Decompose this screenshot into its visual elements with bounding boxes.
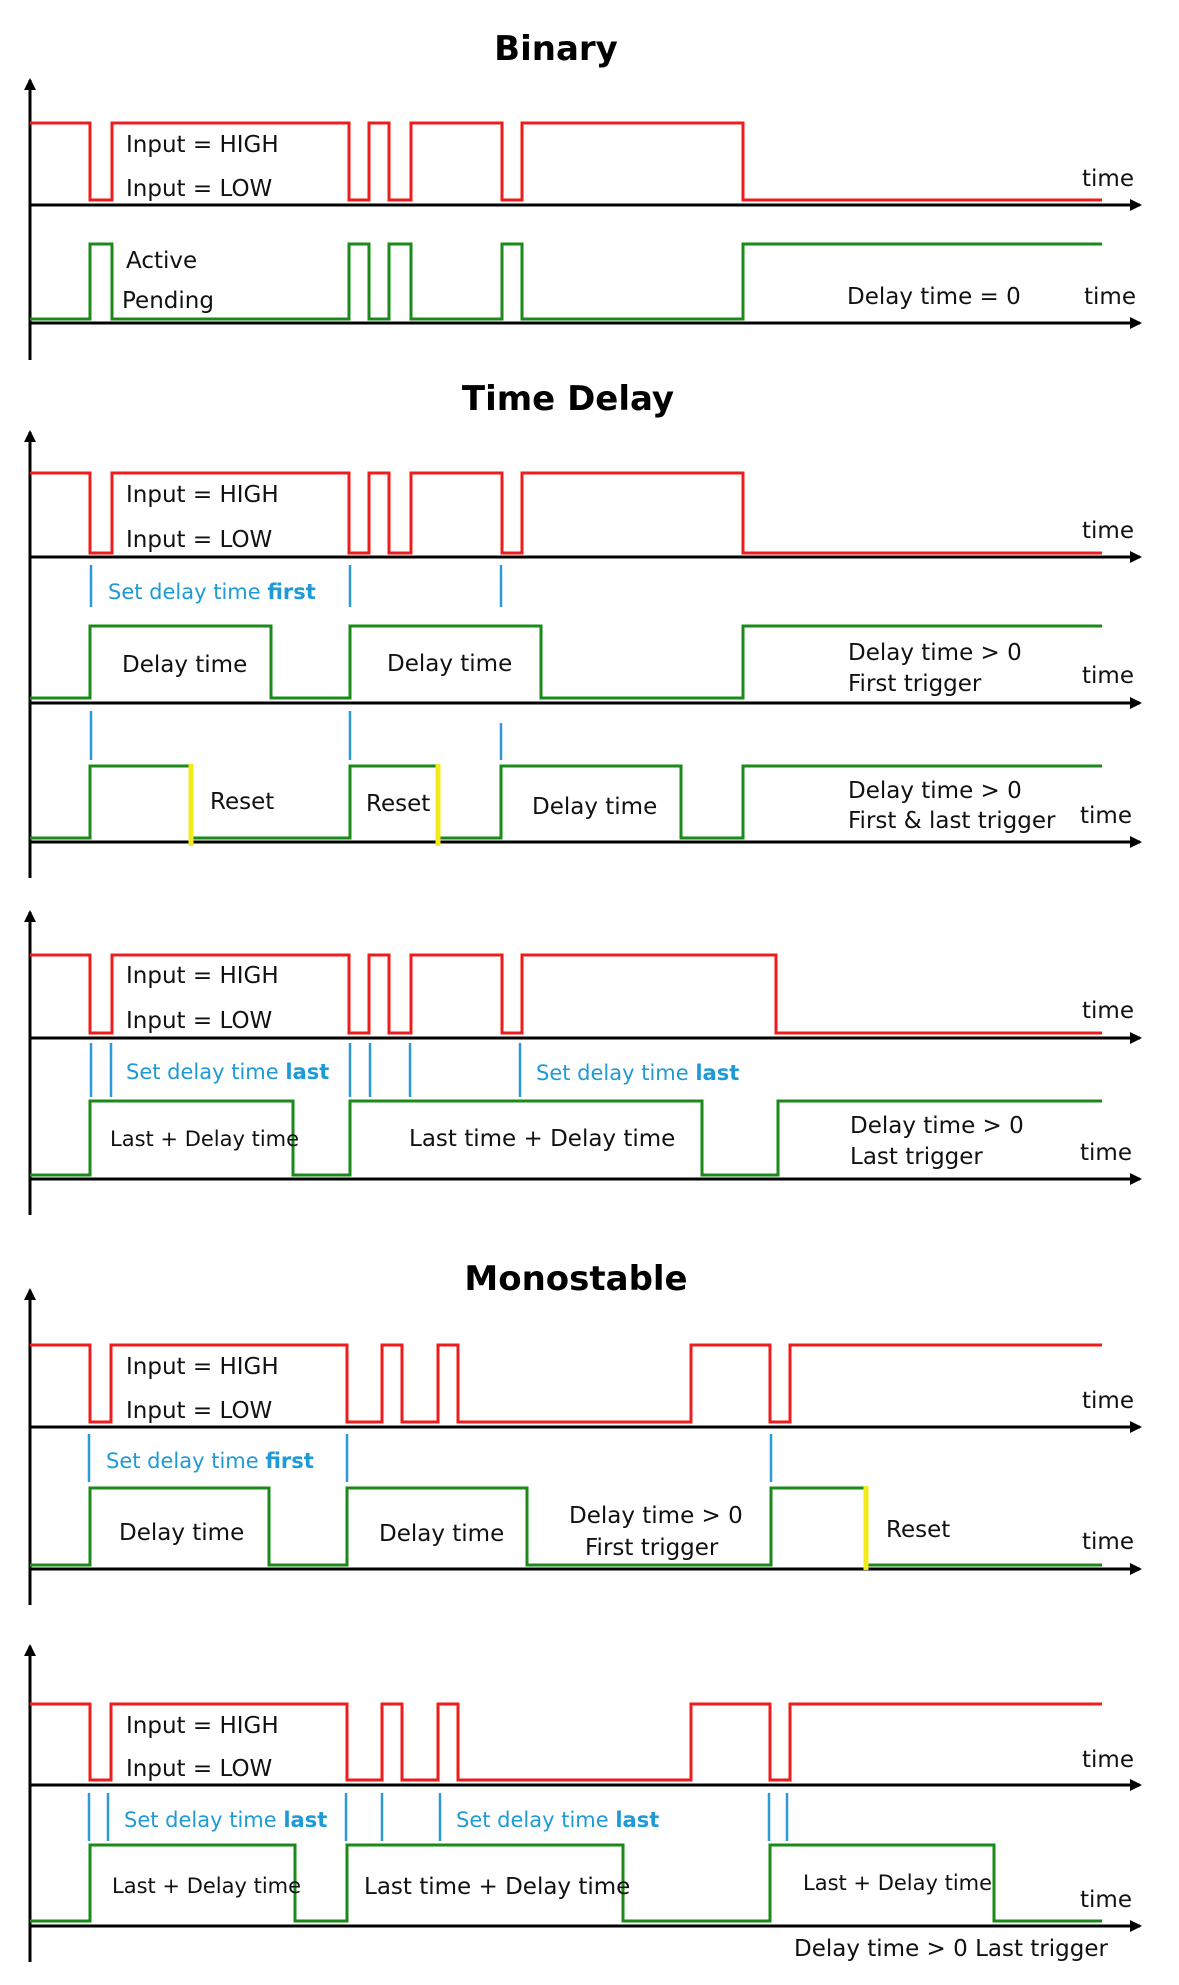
mono2-input-signal	[30, 1702, 1102, 1782]
binary-input-high-label: Input = HIGH	[126, 132, 279, 158]
monostable-section-1: Monostable Input = HIGH Input = LOW time…	[24, 1259, 1142, 1605]
binary-input-signal	[30, 121, 1102, 202]
time-delay-section-1: Time Delay Input = HIGH Input = LOW time…	[24, 379, 1142, 878]
td1-reset-label: Reset	[366, 791, 430, 817]
td2-input-signal	[30, 953, 1102, 1035]
binary-active-label: Active	[126, 248, 197, 274]
binary-time-label-2: time	[1084, 284, 1136, 310]
td1-condition-label: First & last trigger	[848, 808, 1056, 834]
td1-delay-time-label: Delay time	[387, 651, 512, 677]
td2-set-delay-label: Set delay time last	[126, 1060, 329, 1084]
td1-condition-label: Delay time > 0	[848, 778, 1022, 804]
mono1-reset-label: Reset	[886, 1517, 950, 1543]
mono2-input-high-label: Input = HIGH	[126, 1713, 279, 1739]
td2-last-delay-label: Last time + Delay time	[409, 1126, 675, 1152]
binary-pending-label: Pending	[122, 288, 214, 314]
td2-time-label-2: time	[1080, 1140, 1132, 1166]
td2-input-high-label: Input = HIGH	[126, 963, 279, 989]
mono1-condition-label: Delay time > 0	[569, 1503, 743, 1529]
monostable-section-2: Input = HIGH Input = LOW time Set delay …	[24, 1644, 1142, 1962]
binary-delay-zero-label: Delay time = 0	[847, 284, 1021, 310]
td2-set-delay-label: Set delay time last	[536, 1061, 739, 1085]
mono1-input-low-label: Input = LOW	[126, 1398, 272, 1424]
td1-delay-time-label: Delay time	[532, 794, 657, 820]
time-delay-section-2: Input = HIGH Input = LOW time Set delay …	[24, 910, 1142, 1215]
binary-title: Binary	[494, 29, 618, 69]
td2-condition-label: Last trigger	[850, 1144, 983, 1170]
mono2-input-low-label: Input = LOW	[126, 1756, 272, 1782]
td1-input-low-label: Input = LOW	[126, 527, 272, 553]
mono2-set-delay-label: Set delay time last	[124, 1808, 327, 1832]
mono1-time-label-2: time	[1082, 1529, 1134, 1555]
mono2-output-signal	[30, 1843, 1102, 1923]
td1-condition-label: Delay time > 0	[848, 640, 1022, 666]
mono1-set-delay-label: Set delay time first	[106, 1449, 314, 1473]
mono1-delay-time-label: Delay time	[379, 1521, 504, 1547]
mono2-last-delay-label: Last + Delay time	[803, 1871, 992, 1895]
td1-delay-time-label: Delay time	[122, 652, 247, 678]
td1-time-label-2: time	[1082, 663, 1134, 689]
td1-input-high-label: Input = HIGH	[126, 482, 279, 508]
td1-condition-label: First trigger	[848, 671, 982, 697]
binary-input-low-label: Input = LOW	[126, 176, 272, 202]
monostable-title: Monostable	[464, 1259, 687, 1299]
td1-first-trigger-output	[30, 624, 1102, 700]
mono1-condition-label: First trigger	[585, 1535, 719, 1561]
td1-set-delay-label: Set delay time first	[108, 580, 316, 604]
mono1-delay-time-label: Delay time	[119, 1520, 244, 1546]
td1-input-signal	[30, 471, 1102, 555]
td2-input-low-label: Input = LOW	[126, 1008, 272, 1034]
mono2-time-label-1: time	[1082, 1747, 1134, 1773]
td2-condition-label: Delay time > 0	[850, 1113, 1024, 1139]
mono1-output-signal	[30, 1486, 1102, 1567]
mono2-last-delay-label: Last + Delay time	[112, 1874, 301, 1898]
td2-last-delay-label: Last + Delay time	[110, 1127, 299, 1151]
td1-time-label-1: time	[1082, 518, 1134, 544]
mono2-set-delay-label: Set delay time last	[456, 1808, 659, 1832]
td1-reset-label: Reset	[210, 789, 274, 815]
td2-last-trigger-output	[30, 1099, 1102, 1177]
mono1-input-signal	[30, 1343, 1102, 1424]
binary-output-signal	[30, 242, 1102, 321]
mono1-time-label-1: time	[1082, 1388, 1134, 1414]
time-delay-title: Time Delay	[462, 379, 674, 419]
mono1-input-high-label: Input = HIGH	[126, 1354, 279, 1380]
mono2-last-delay-label: Last time + Delay time	[364, 1874, 630, 1900]
td1-time-label-3: time	[1080, 803, 1132, 829]
mono2-footer-label: Delay time > 0 Last trigger	[794, 1936, 1109, 1962]
binary-section: Binary Input = HIGH Input = LOW time Act…	[24, 29, 1142, 360]
binary-time-label-1: time	[1082, 166, 1134, 192]
td2-time-label-1: time	[1082, 998, 1134, 1024]
mono2-time-label-2: time	[1080, 1887, 1132, 1913]
